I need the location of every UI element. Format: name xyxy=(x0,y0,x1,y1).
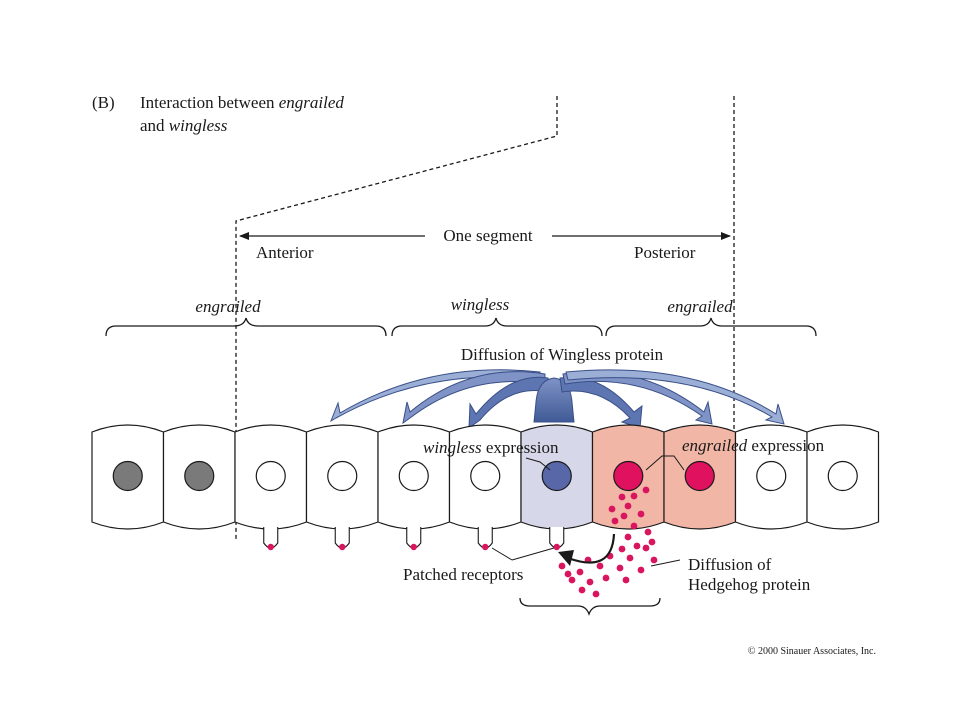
hedgehog-dot xyxy=(608,505,616,513)
brace-wingless xyxy=(391,317,603,337)
cell-2 xyxy=(162,424,236,530)
nucleus-white xyxy=(827,460,858,492)
hedgehog-dot xyxy=(622,576,630,584)
bound-hedgehog-dot xyxy=(482,543,489,551)
posterior-label: Posterior xyxy=(634,243,696,262)
nucleus-white xyxy=(327,460,358,492)
hedgehog-dot xyxy=(596,562,604,570)
patched-receptors-label: Patched receptors xyxy=(403,565,523,584)
domain-label-engrailed-right: engrailed xyxy=(667,297,733,316)
hedgehog-signal-arrow xyxy=(567,533,616,564)
hedgehog-dot xyxy=(618,493,626,501)
wingless-expression-label: wingless expression xyxy=(423,438,559,457)
hedgehog-label-line1: Diffusion of xyxy=(688,555,772,574)
cell-4 xyxy=(305,424,379,551)
cell-3 xyxy=(234,424,308,551)
cell-1 xyxy=(91,424,165,530)
hedgehog-dot xyxy=(626,554,634,562)
panel-letter: (B) xyxy=(92,93,115,112)
hedgehog-dot xyxy=(630,492,638,500)
cell-7 xyxy=(520,424,594,551)
hedgehog-dot xyxy=(624,502,632,510)
domain-label-engrailed-left: engrailed xyxy=(195,297,261,316)
hedgehog-dot xyxy=(642,486,650,494)
nucleus-white xyxy=(255,460,286,492)
panel-title-line2: and wingless xyxy=(140,116,228,135)
copyright-notice: © 2000 Sinauer Associates, Inc. xyxy=(748,646,876,657)
hedgehog-dot xyxy=(620,512,628,520)
hedgehog-dot xyxy=(644,528,652,536)
wingless-diffusion-arrows xyxy=(330,369,785,430)
hedgehog-dot xyxy=(611,517,619,525)
nucleus-gray xyxy=(184,460,215,492)
expression-leader-lines xyxy=(525,455,685,471)
hedgehog-dot xyxy=(650,556,658,564)
hedgehog-dot xyxy=(568,576,576,584)
brace-engrailed-left xyxy=(105,317,387,337)
nucleus-white xyxy=(398,460,429,492)
hedgehog-dot xyxy=(616,564,624,572)
nucleus-blue xyxy=(541,460,572,492)
hedgehog-dot xyxy=(624,533,632,541)
hedgehog-label-line2: Hedgehog protein xyxy=(688,575,811,594)
hedgehog-dot xyxy=(648,538,656,546)
bound-hedgehog-dot xyxy=(267,543,274,551)
zoom-guide-lines xyxy=(235,96,735,540)
wingless-diffusion-label: Diffusion of Wingless protein xyxy=(461,345,664,364)
domain-label-wingless: wingless xyxy=(451,295,510,314)
domain-braces xyxy=(105,317,817,616)
cell-6 xyxy=(448,424,522,551)
hedgehog-protein-dots xyxy=(558,486,658,598)
hedgehog-dot xyxy=(564,570,572,578)
panel-title-line1: Interaction between engrailed xyxy=(140,93,344,112)
anterior-label: Anterior xyxy=(256,243,314,262)
brace-engrailed-right xyxy=(605,317,817,337)
nucleus-white xyxy=(756,460,787,492)
cell-9 xyxy=(663,424,737,530)
hedgehog-dot xyxy=(637,510,645,518)
hedgehog-dot xyxy=(576,568,584,576)
engrailed-expression-label: engrailed expression xyxy=(682,436,825,455)
hedgehog-dot xyxy=(630,522,638,530)
cell-11 xyxy=(806,424,880,530)
hedgehog-dot xyxy=(592,590,600,598)
wingless-arrow-near-left xyxy=(468,376,549,430)
hedgehog-signal-arrowhead xyxy=(558,550,574,566)
segment-label: One segment xyxy=(443,226,533,245)
nucleus-gray xyxy=(112,460,143,492)
hedgehog-dot xyxy=(633,542,641,550)
cell-8 xyxy=(591,424,665,530)
wingless-arrow-far-right xyxy=(565,369,785,425)
bound-hedgehog-dot xyxy=(410,543,417,551)
cell-row xyxy=(91,424,880,551)
hedgehog-dot xyxy=(642,544,650,552)
wingless-arrow-mid-left xyxy=(402,371,546,425)
nucleus-red xyxy=(684,460,715,492)
bound-hedgehog-dot xyxy=(553,543,560,551)
bound-hedgehog-dot xyxy=(339,543,346,551)
nucleus-red xyxy=(613,460,644,492)
cell-5 xyxy=(377,424,451,551)
hedgehog-dot xyxy=(637,566,645,574)
brace-hedgehog xyxy=(519,597,661,616)
cell-10 xyxy=(734,424,808,530)
patched-leader-lines xyxy=(491,547,681,567)
hedgehog-dot xyxy=(558,562,566,570)
hedgehog-dot xyxy=(578,586,586,594)
hedgehog-dot xyxy=(586,578,594,586)
hedgehog-dot xyxy=(602,574,610,582)
nucleus-white xyxy=(470,460,501,492)
hedgehog-dot xyxy=(618,545,626,553)
